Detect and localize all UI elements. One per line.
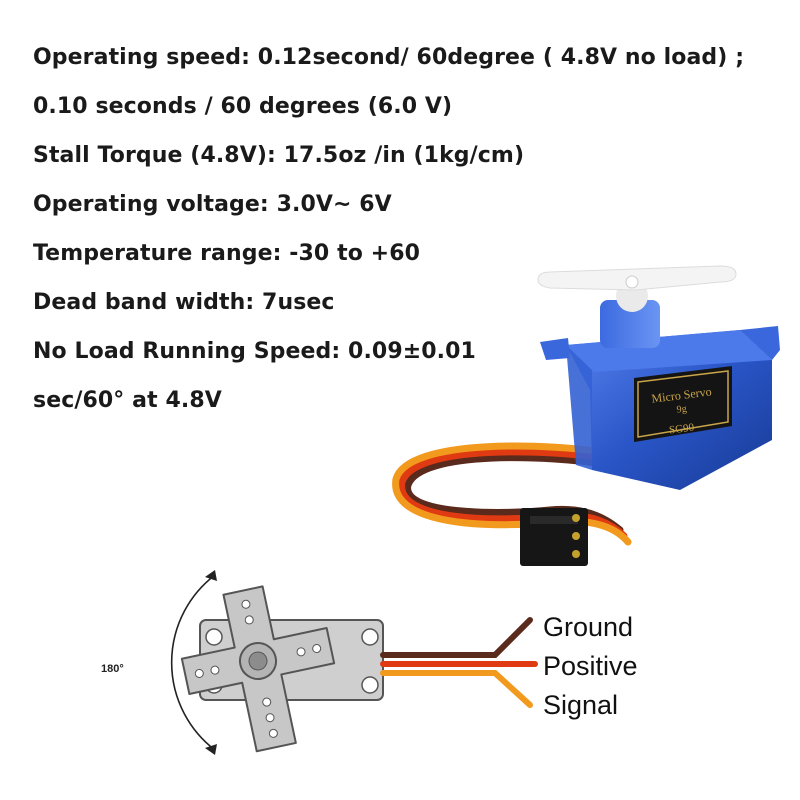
rotation-angle-label: 180°: [101, 663, 124, 675]
spec-dead-band-width: Dead band width: 7usec: [33, 290, 335, 315]
servo-connector: [520, 508, 588, 566]
ground-wire-label: Ground: [543, 612, 634, 642]
signal-wire: [380, 670, 533, 708]
servo-label-weight: 9g: [676, 403, 687, 415]
arrow-down-icon: [205, 744, 217, 755]
spec-operating-speed: Operating speed: 0.12second/ 60degree ( …: [33, 45, 745, 70]
servo-horn: [180, 585, 336, 753]
spec-stall-torque: Stall Torque (4.8V): 17.5oz /in (1kg/cm): [33, 143, 525, 168]
spec-operating-speed-6v: 0.10 seconds / 60 degrees (6.0 V): [33, 94, 453, 119]
spec-no-load-running-speed: No Load Running Speed: 0.09±0.01: [33, 339, 476, 364]
ground-wire: [380, 617, 533, 658]
signal-wire-label: Signal: [543, 690, 619, 720]
specifications-list: Operating speed: 0.12second/ 60degree ( …: [33, 36, 744, 428]
spec-temperature-range: Temperature range: -30 to +60: [33, 241, 421, 266]
servo-label-model: SG90: [668, 421, 695, 436]
rotation-arc: [170, 574, 216, 751]
servo-label: Micro Servo 9g SG90: [634, 366, 732, 442]
servo-wiring-diagram: [170, 570, 538, 755]
diagram-wires: [380, 617, 538, 708]
arrow-up-icon: [205, 570, 217, 581]
spec-operating-voltage: Operating voltage: 3.0V~ 6V: [33, 192, 392, 217]
positive-wire-label: Positive: [543, 651, 638, 681]
spec-no-load-running-speed-cont: sec/60° at 4.8V: [33, 388, 222, 413]
servo-product-image: Micro Servo 9g SG90: [392, 265, 780, 566]
